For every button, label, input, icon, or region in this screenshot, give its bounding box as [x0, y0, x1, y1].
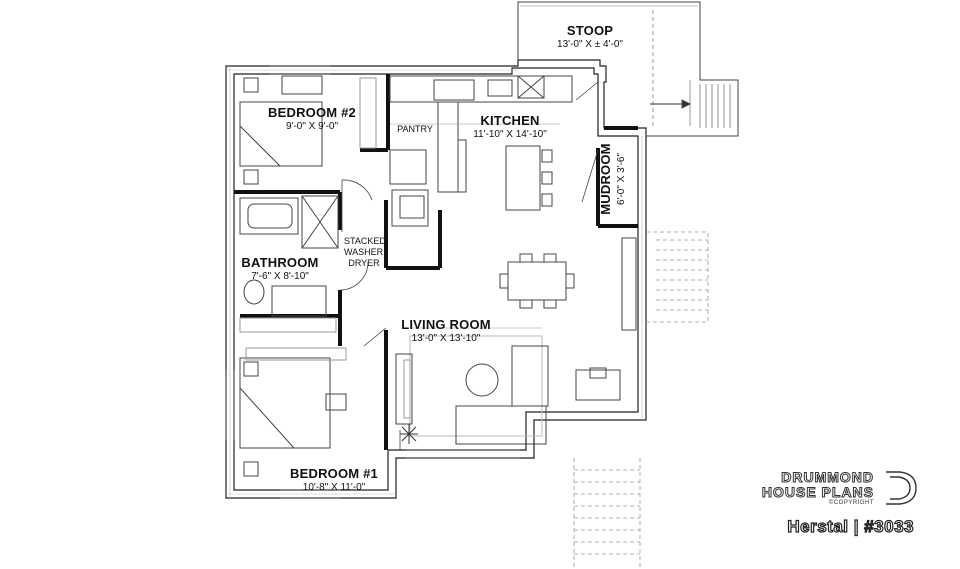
bathroom-dims: 7'-6" X 8'-10"	[251, 271, 309, 282]
bedroom1-dims: 10'-8" X 11'-0"	[302, 482, 366, 493]
side-deck	[646, 231, 709, 323]
kitchen-label: KITCHEN 11'-10" X 14'-10"	[460, 114, 560, 140]
exterior-wall-texture	[226, 66, 643, 498]
stoop-area	[517, 1, 739, 137]
living-name: LIVING ROOM	[401, 317, 491, 332]
brand-logo-mark	[886, 471, 917, 505]
bathroom-name: BATHROOM	[241, 255, 319, 270]
stoop-dims: 13'-0" X ± 4'-0"	[557, 39, 623, 50]
kitchen-counters	[389, 75, 573, 227]
bedroom2-name: BEDROOM #2	[268, 105, 356, 120]
brand-line2: HOUSE PLANS	[761, 484, 874, 500]
front-steps	[573, 458, 641, 569]
windows	[225, 65, 520, 499]
kitchen-dims: 11'-10" X 14'-10"	[473, 129, 547, 140]
laundry-line1: STACKED	[344, 236, 386, 246]
mudroom-name: MUDROOM	[598, 143, 613, 215]
living-dims: 13'-0" X 13'-10"	[411, 333, 481, 344]
brand-block: DRUMMOND HOUSE PLANS ©COPYRIGHT	[761, 469, 874, 506]
mudroom-bench	[621, 237, 637, 331]
kitchen-island	[505, 145, 553, 211]
bedroom1-name: BEDROOM #1	[290, 466, 378, 481]
stoop-label: STOOP 13'-0" X ± 4'-0"	[540, 24, 640, 50]
laundry-line2: WASHER /	[344, 247, 389, 257]
interior-walls	[234, 74, 638, 450]
plant	[400, 424, 418, 444]
stoop-name: STOOP	[566, 23, 614, 38]
bedroom2-furniture	[239, 75, 377, 185]
dining-table	[499, 253, 575, 309]
bedroom2-label: BEDROOM #2 9'-0" X 9'-0"	[262, 106, 362, 132]
brand-copyright: ©COPYRIGHT	[828, 500, 874, 506]
living-label: LIVING ROOM 13'-0" X 13'-10"	[396, 318, 496, 344]
kitchen-name: KITCHEN	[480, 113, 540, 128]
bathroom-label: BATHROOM 7'-6" X 8'-10"	[230, 256, 330, 282]
bathroom-fixtures	[239, 195, 339, 333]
living-furniture	[395, 335, 621, 445]
plan-id: Herstal | #3033	[787, 516, 914, 536]
bedroom1-label: BEDROOM #1 10'-8" X 11'-0"	[284, 467, 384, 493]
pantry-name: PANTRY	[397, 124, 433, 134]
bedroom2-dims: 9'-0" X 9'-0"	[285, 121, 339, 132]
doors	[339, 81, 599, 450]
leaders	[390, 123, 560, 329]
brand-line1: DRUMMOND	[781, 469, 874, 485]
laundry-label: STACKED WASHER / DRYER	[344, 236, 389, 269]
mudroom-dims: 6'-0" X 3'-6"	[616, 152, 627, 206]
stoop-steps	[699, 84, 731, 128]
mudroom-label: MUDROOM 6'-0" X 3'-6"	[598, 139, 627, 219]
pantry-label: PANTRY	[392, 124, 438, 135]
laundry-line3: DRYER	[348, 258, 380, 268]
bedroom1-furniture	[239, 347, 347, 477]
